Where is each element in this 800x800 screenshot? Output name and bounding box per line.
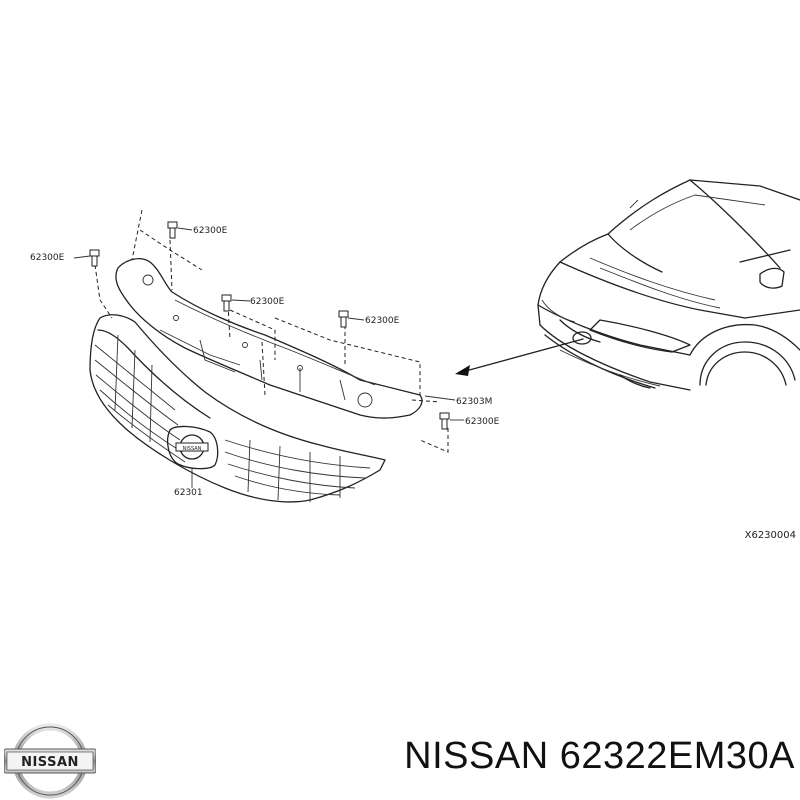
- callout-clip-mid: 62300E: [250, 297, 285, 307]
- clip-fasteners: [89, 221, 450, 430]
- logo-text: NISSAN: [21, 755, 79, 770]
- grille-emblem-text: NISSAN: [183, 446, 202, 452]
- callout-bracket: 62303M: [456, 397, 492, 407]
- callout-clip-top: 62300E: [193, 226, 228, 236]
- clip-icon: [89, 249, 100, 267]
- nissan-logo: NISSAN: [4, 723, 96, 799]
- callout-clip-left: 62300E: [30, 253, 65, 263]
- car-illustration: [537, 179, 800, 391]
- callout-grille: 62301: [174, 488, 203, 498]
- clip-icon: [221, 294, 232, 312]
- clip-icon: [167, 221, 178, 239]
- callout-clip-bottom: 62300E: [465, 417, 500, 427]
- clip-icon: [439, 412, 450, 430]
- diagram-reference-code: X6230004: [745, 530, 796, 541]
- callout-leaders: [73, 227, 464, 421]
- upper-bracket: [115, 258, 423, 419]
- part-title: NISSAN 62322EM30A: [404, 735, 795, 777]
- grille-assembly: NISSAN: [89, 314, 386, 503]
- pointer-arrow: [455, 338, 584, 376]
- clip-icon: [338, 310, 349, 328]
- assembly-lines: [94, 209, 449, 453]
- callout-clip-right: 62300E: [365, 316, 400, 326]
